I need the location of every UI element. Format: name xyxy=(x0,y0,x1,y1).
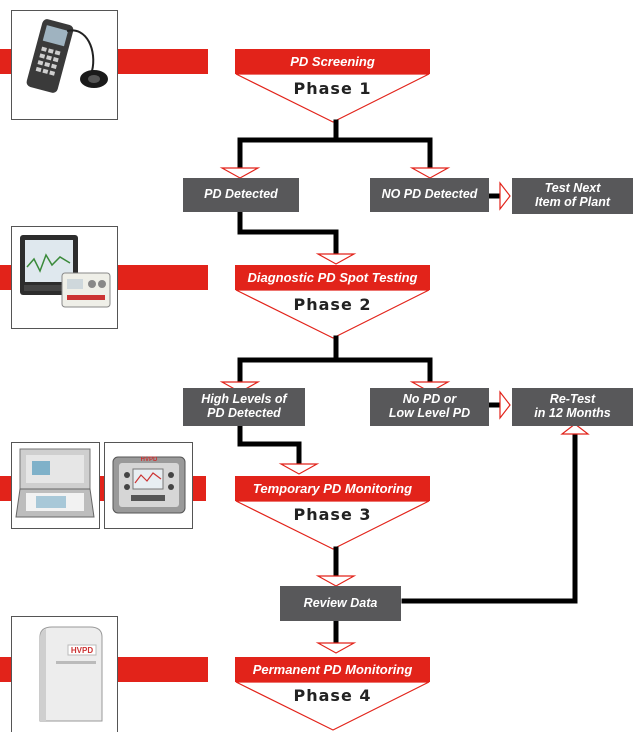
pd-detected-box: PD Detected xyxy=(183,178,299,212)
arrowhead xyxy=(409,167,451,179)
hvpd-logo-small: HVPD xyxy=(141,457,158,463)
phase-4-heading: Permanent PD Monitoring xyxy=(236,657,429,682)
arrowhead xyxy=(499,390,511,420)
connector-high-to-phase3 xyxy=(237,423,302,469)
connector-phase2-split xyxy=(237,335,433,385)
handheld-pd-tester-image xyxy=(11,10,118,120)
phase-3-label: Phase 3 xyxy=(293,505,372,524)
arrowhead xyxy=(278,463,320,475)
phase-1-label: Phase 1 xyxy=(293,79,372,98)
phase-2-label: Phase 2 xyxy=(293,295,372,314)
phase-2-heading: Diagnostic PD Spot Testing xyxy=(236,265,429,290)
hvpd-logo: HVPD xyxy=(71,646,93,655)
spot-testing-instrument-image xyxy=(11,226,118,329)
arrowhead xyxy=(499,181,511,211)
portable-monitor-case-image xyxy=(11,442,100,529)
phase-4-label: Phase 4 xyxy=(293,686,372,705)
review-data-box: Review Data xyxy=(280,586,401,621)
phase-2-funnel xyxy=(235,289,430,339)
no-pd-low-level-box: No PD or Low Level PD xyxy=(370,388,489,426)
arrowhead xyxy=(315,575,357,587)
permanent-monitor-image: HVPD xyxy=(11,616,118,732)
no-pd-detected-box: NO PD Detected xyxy=(370,178,489,212)
arrowhead xyxy=(560,423,590,435)
connector-pd-to-phase2 xyxy=(237,209,339,259)
phase-1-funnel xyxy=(235,73,430,123)
arrowhead xyxy=(219,381,261,393)
high-levels-box: High Levels of PD Detected xyxy=(183,388,305,426)
arrowhead xyxy=(315,253,357,265)
test-next-box: Test Next Item of Plant xyxy=(512,178,633,214)
arrowhead xyxy=(409,381,451,393)
phase-3-heading: Temporary PD Monitoring xyxy=(236,476,429,501)
connector-phase1-split xyxy=(237,119,433,171)
retest-box: Re-Test in 12 Months xyxy=(512,388,633,426)
phase-3-funnel xyxy=(235,500,430,550)
arrowhead xyxy=(219,167,261,179)
phase-4-funnel xyxy=(235,681,430,731)
connector-retest-loop xyxy=(401,431,578,604)
monitoring-unit-image: HVPD xyxy=(104,442,193,529)
arrowhead xyxy=(315,642,357,654)
phase-1-heading: PD Screening xyxy=(236,49,429,74)
